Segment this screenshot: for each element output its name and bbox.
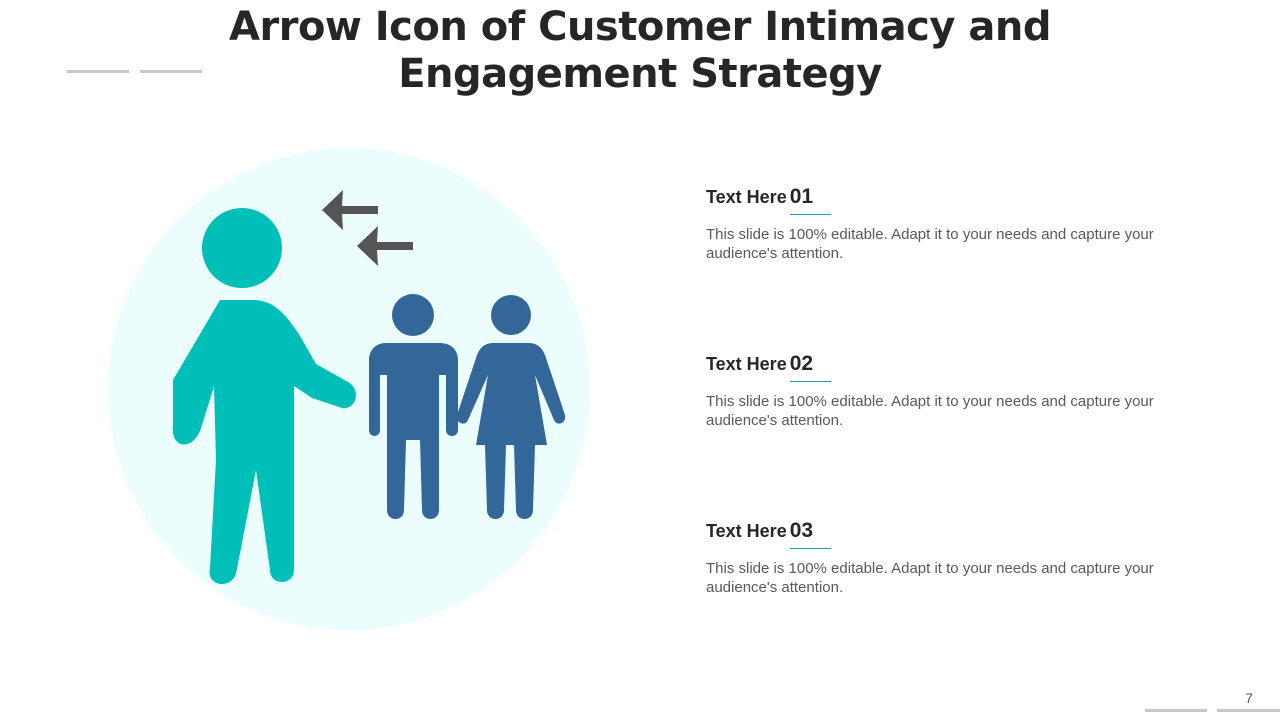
text-block-number: 02 xyxy=(789,352,814,375)
customer-person-icon xyxy=(172,208,356,585)
slide-title-line-2: Engagement Strategy xyxy=(398,51,882,97)
text-block-label: Text Here xyxy=(706,354,787,374)
text-block-label: Text Here xyxy=(706,521,787,541)
text-block-body: This slide is 100% editable. Adapt it to… xyxy=(706,393,1154,429)
text-block-label: Text Here xyxy=(706,187,787,207)
arrow-left-upper-icon xyxy=(322,190,378,230)
slide-title: Arrow Icon of Customer Intimacy and Enga… xyxy=(200,4,1080,98)
decorative-line-top-left-2 xyxy=(140,70,202,73)
text-block-number: 01 xyxy=(789,185,814,208)
text-block-body: This slide is 100% editable. Adapt it to… xyxy=(706,226,1154,262)
page-number: 7 xyxy=(1245,690,1253,706)
slide-title-line-1: Arrow Icon of Customer Intimacy and xyxy=(229,4,1051,50)
decorative-line-bottom-right-1 xyxy=(1145,709,1207,712)
text-block-body: This slide is 100% editable. Adapt it to… xyxy=(706,560,1154,596)
decorative-line-top-left-1 xyxy=(67,70,129,73)
heading-underline xyxy=(790,213,831,215)
heading-underline xyxy=(790,380,831,382)
man-icon xyxy=(369,294,458,519)
decorative-line-bottom-right-2 xyxy=(1217,709,1280,712)
customer-engagement-illustration xyxy=(108,148,590,630)
arrow-left-lower-icon xyxy=(357,226,413,266)
woman-icon xyxy=(456,295,566,519)
text-block-number: 03 xyxy=(789,519,814,542)
arrow-icon xyxy=(322,190,413,266)
heading-underline xyxy=(790,547,831,549)
